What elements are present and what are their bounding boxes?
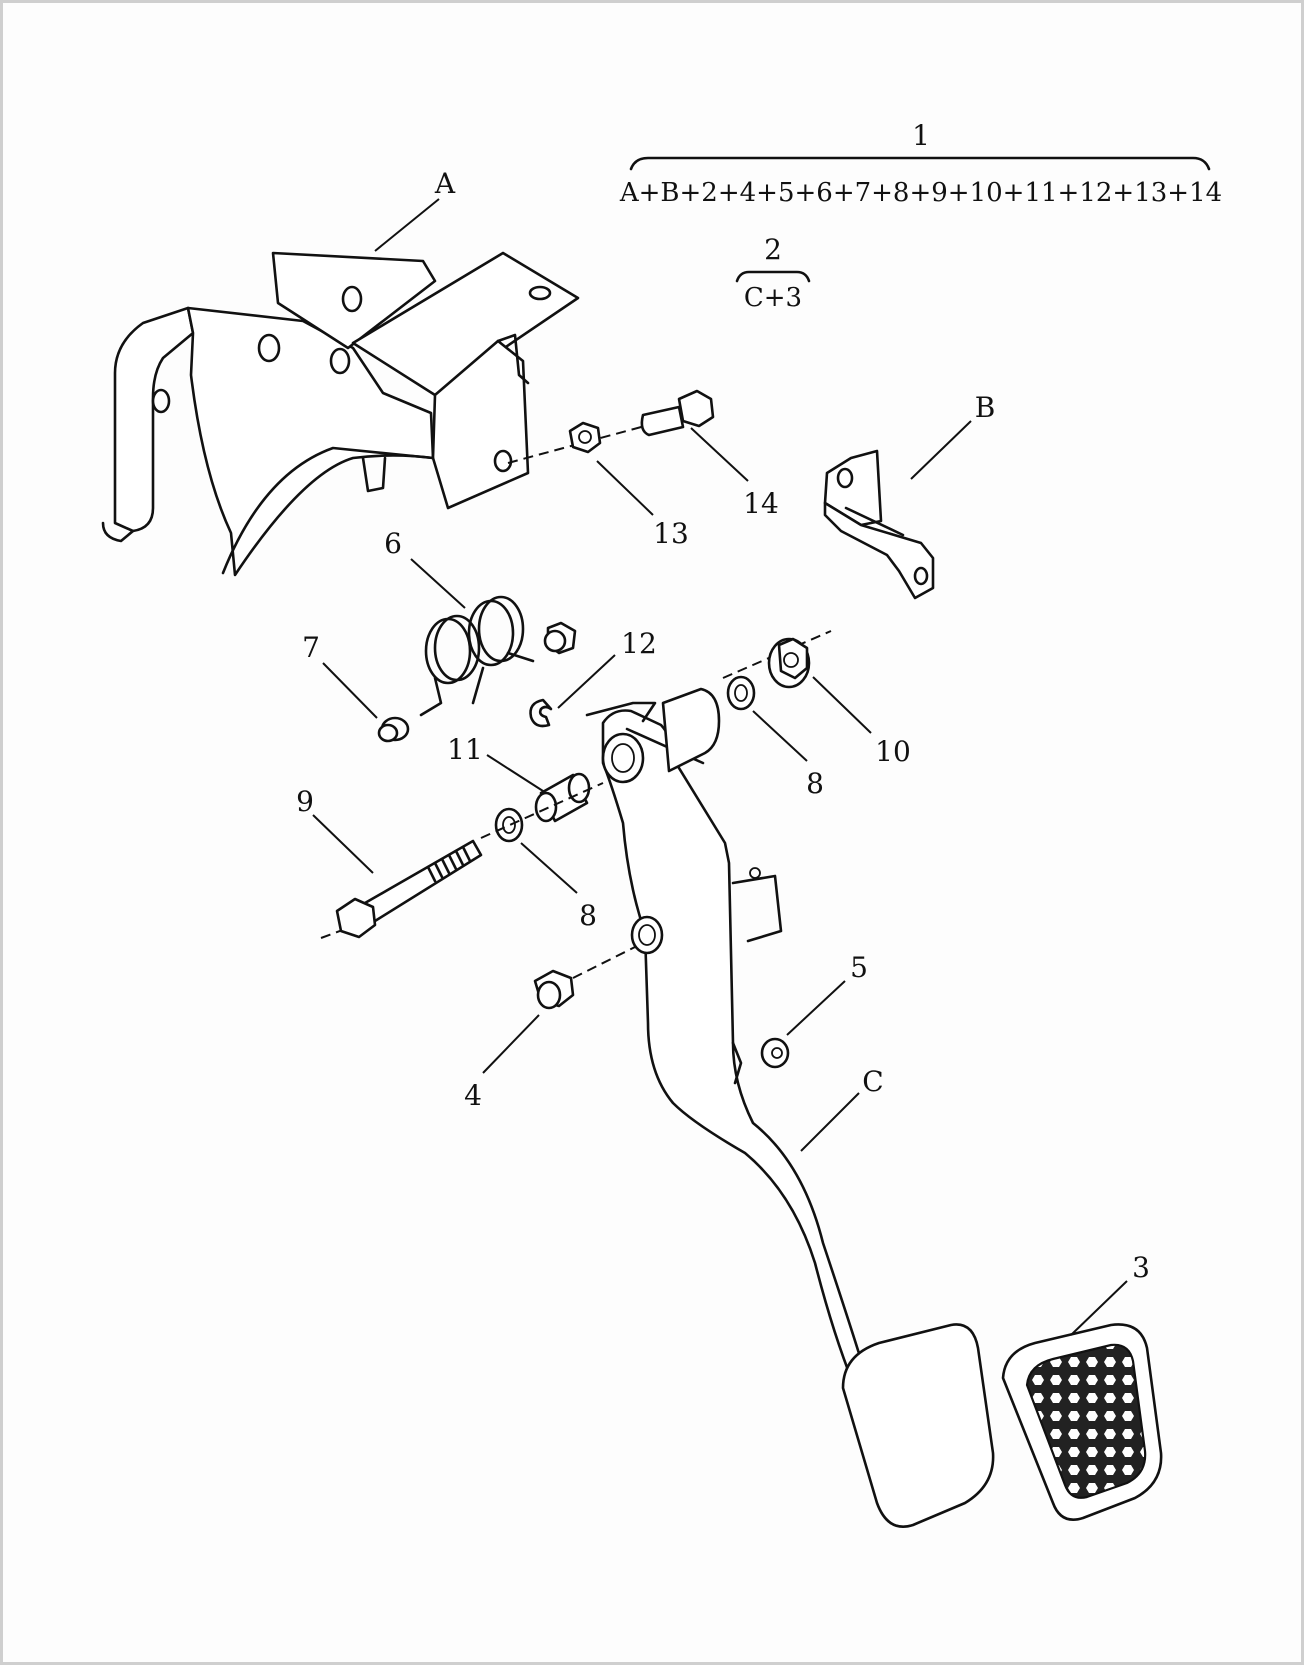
bracket-a <box>101 251 580 577</box>
leader-a <box>374 198 440 252</box>
label-9: 9 <box>296 785 314 818</box>
label-12: 12 <box>621 627 657 660</box>
axis-bolt-9-end <box>480 782 604 839</box>
leader-8-lower <box>520 842 578 894</box>
bolt-14 <box>640 389 715 437</box>
label-10: 10 <box>875 735 911 768</box>
leader-3 <box>1070 1280 1128 1336</box>
leader-6 <box>410 558 466 609</box>
stopper-7 <box>377 716 410 743</box>
leader-b <box>910 420 972 480</box>
sub-assembly-brace <box>735 270 811 283</box>
leader-13 <box>596 460 654 516</box>
main-assembly-number: 1 <box>912 119 930 152</box>
label-b: B <box>975 391 996 424</box>
sub-assembly-formula: 2 C+3 <box>735 233 811 313</box>
leader-12 <box>557 654 616 709</box>
axis-pivot-nut <box>722 630 832 679</box>
leader-c <box>800 1092 860 1152</box>
label-8-upper: 8 <box>806 767 824 800</box>
label-6: 6 <box>384 527 402 560</box>
pedal-pad-3 <box>1001 1323 1163 1521</box>
clip-12 <box>529 698 553 728</box>
stopper-5 <box>760 1037 790 1069</box>
leader-5 <box>786 980 846 1036</box>
label-8-lower: 8 <box>579 899 597 932</box>
label-11: 11 <box>447 733 483 766</box>
label-3: 3 <box>1132 1251 1150 1284</box>
leader-11 <box>486 754 544 792</box>
sleeve-11 <box>534 772 591 823</box>
label-4: 4 <box>464 1079 482 1112</box>
label-7: 7 <box>302 631 320 664</box>
label-5: 5 <box>850 951 868 984</box>
bushing-4 <box>533 969 575 1010</box>
leader-8-upper <box>752 710 808 762</box>
leader-7 <box>322 662 378 719</box>
spring-bushing <box>543 621 577 655</box>
nut-13 <box>568 421 602 454</box>
leader-9 <box>312 814 374 874</box>
sub-assembly-formula-text: C+3 <box>744 283 802 313</box>
washer-8-upper <box>726 675 756 711</box>
pivot-bolt-9 <box>335 839 483 939</box>
flange-nut-10 <box>767 637 811 689</box>
main-assembly-brace <box>629 156 1211 171</box>
sub-assembly-number: 2 <box>764 233 782 266</box>
leader-10 <box>812 676 872 734</box>
leader-14 <box>690 427 749 482</box>
pedal-arm-c <box>585 687 995 1528</box>
washer-8-lower <box>494 807 524 843</box>
main-assembly-formula-text: A+B+2+4+5+6+7+8+9+10+11+12+13+14 <box>619 178 1222 208</box>
main-assembly-formula: 1 A+B+2+4+5+6+7+8+9+10+11+12+13+14 <box>619 119 1222 208</box>
leader-4 <box>482 1014 540 1074</box>
label-14: 14 <box>743 487 779 520</box>
torsion-spring-6 <box>419 595 535 717</box>
bracket-b <box>823 449 935 600</box>
label-13: 13 <box>653 517 689 550</box>
diagram-canvas: 1 A+B+2+4+5+6+7+8+9+10+11+12+13+14 2 C+3… <box>101 119 1222 1528</box>
label-c: C <box>862 1065 883 1098</box>
label-a: A <box>434 167 456 200</box>
axis-bushing-4 <box>572 942 644 979</box>
